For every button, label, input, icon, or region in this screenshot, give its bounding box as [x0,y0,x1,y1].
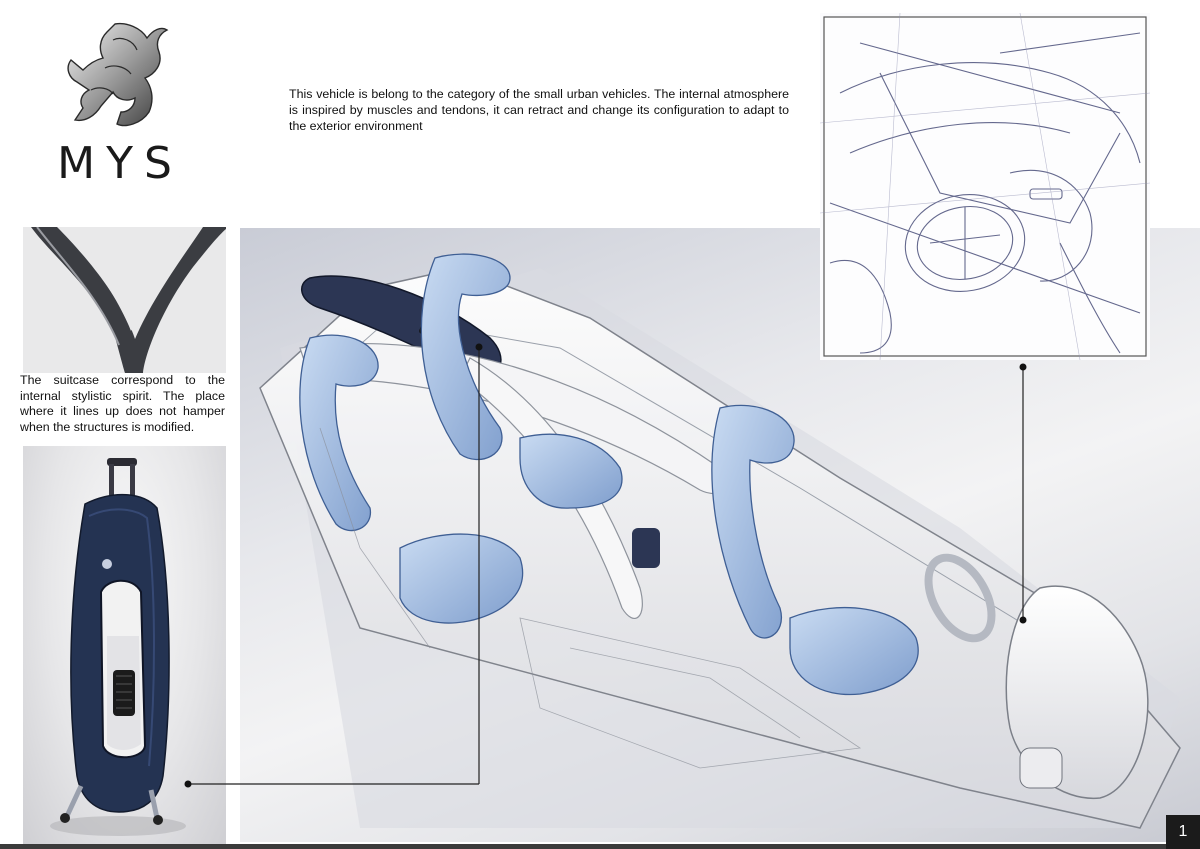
footer-rule [0,844,1200,849]
dashboard-sketch-image [820,13,1150,360]
page-number: 1 [1166,815,1200,849]
interior-render [240,228,1200,842]
peugeot-lion-icon [55,20,175,132]
suitcase-image [23,446,226,844]
brand-name: MYS [57,138,183,189]
racket-detail-image [23,227,226,373]
suitcase-description: The suitcase correspond to the internal … [20,373,225,434]
vehicle-description: This vehicle is belong to the category o… [289,87,789,133]
